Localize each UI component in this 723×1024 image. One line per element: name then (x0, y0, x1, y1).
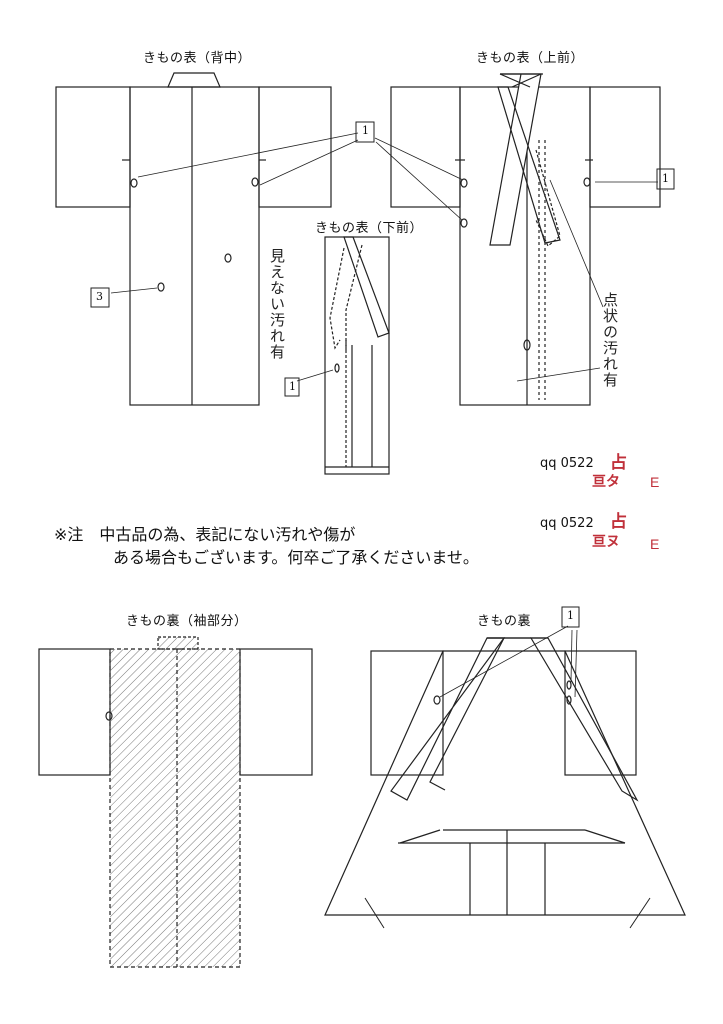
title-lining: きもの裏 (477, 614, 532, 629)
count-label: 1 (362, 124, 369, 137)
count-boxes (90, 121, 675, 628)
count-label: 3 (96, 290, 103, 303)
grade-label: E (650, 474, 660, 490)
title-lower-front: きもの表（下前） (315, 221, 424, 236)
notice-line-1: ※注 中古品の為、表記にない汚れや傷が (54, 525, 356, 544)
kimono-lower-front-view (324, 236, 390, 475)
count-label: 1 (289, 380, 296, 393)
notice-line-2: ある場合もございます。何卒ご了承くださいませ。 (113, 548, 479, 567)
count-label: 1 (567, 609, 574, 622)
product-code: qq 0522 (540, 456, 594, 471)
annotation-front-stain: 点状の汚れ有 (601, 292, 619, 388)
code-mark: 占 (610, 512, 627, 532)
count-label: 1 (662, 172, 669, 185)
kimono-upper-front-view (390, 73, 661, 406)
code-sub-mark: 亘ヌ (592, 534, 620, 550)
code-mark: 占 (610, 453, 627, 473)
code-sub-mark: 亘タ (592, 474, 620, 490)
kimono-lining-sleeve-view (38, 636, 313, 968)
product-code: qq 0522 (540, 516, 594, 531)
title-lining-sleeve: きもの裏（袖部分） (126, 614, 248, 629)
title-back: きもの表（背中） (143, 51, 252, 66)
kimono-back-view (55, 72, 332, 406)
annotation-back-stain: 見えない汚れ有 (268, 248, 286, 360)
kimono-lining-view (324, 637, 686, 929)
annotation-leader-lines (110, 132, 658, 698)
title-upper-front: きもの表（上前） (476, 51, 585, 66)
grade-label: E (650, 536, 660, 552)
